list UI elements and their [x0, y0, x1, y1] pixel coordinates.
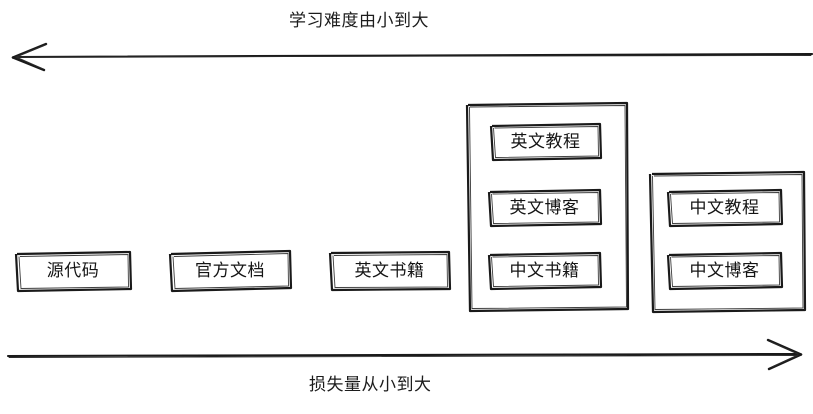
- top-axis-arrow: [11, 42, 813, 72]
- node-label-source-code: 源代码: [46, 261, 100, 281]
- bottom-axis-label: 损失量从小到大: [309, 375, 432, 395]
- top-axis-label: 学习难度由小到大: [289, 11, 429, 31]
- node-label-english-books: 英文书籍: [354, 261, 425, 281]
- node-label-chinese-tutorial: 中文教程: [689, 198, 760, 218]
- node-box-source-code[interactable]: [14, 250, 133, 293]
- node-box-chinese-blog[interactable]: [666, 251, 784, 291]
- node-box-chinese-books[interactable]: [487, 251, 603, 291]
- node-label-chinese-blog: 中文博客: [689, 261, 760, 281]
- node-label-english-tutorial: 英文教程: [510, 132, 581, 152]
- node-label-official-docs: 官方文档: [195, 261, 265, 281]
- node-box-english-blog[interactable]: [487, 188, 603, 228]
- node-box-official-docs[interactable]: [168, 249, 293, 293]
- node-box-chinese-tutorial[interactable]: [666, 188, 784, 228]
- node-label-english-blog: 英文博客: [509, 198, 580, 218]
- bottom-axis-arrow: [6, 338, 803, 371]
- node-box-english-tutorial[interactable]: [489, 122, 603, 162]
- node-label-chinese-books: 中文书籍: [509, 261, 580, 281]
- node-box-english-books[interactable]: [328, 250, 452, 292]
